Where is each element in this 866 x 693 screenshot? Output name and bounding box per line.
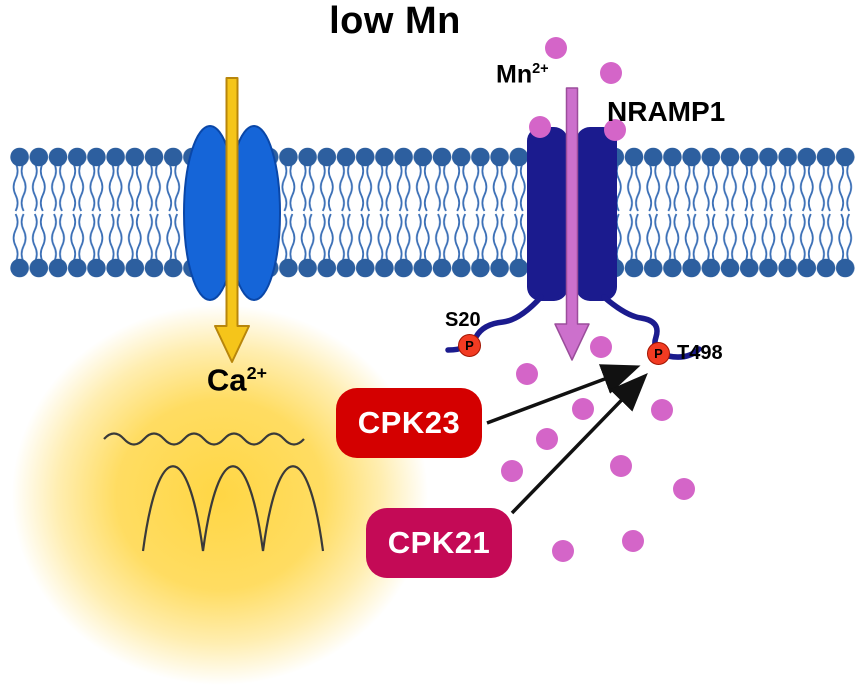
calcium-label-sup: 2+	[246, 363, 268, 383]
s20-site-label: S20	[445, 309, 481, 331]
calcium-channel	[183, 125, 281, 301]
figure-title: low Mn	[329, 0, 461, 42]
calcium-oscillation-large-wave	[141, 465, 325, 552]
mn-ion-dot	[604, 119, 626, 141]
t498-site-label: T498	[677, 342, 723, 364]
mn-ion-dot	[600, 62, 622, 84]
mn-ion-dot	[673, 478, 695, 500]
calcium-oscillation-small-wave	[103, 432, 305, 446]
mn-ion-label-base: Mn	[496, 60, 533, 89]
cpk21-box: CPK21	[366, 508, 512, 578]
plasma-membrane	[10, 147, 855, 278]
mn-ion-dot	[622, 530, 644, 552]
mn-ion-dot	[529, 116, 551, 138]
mn-ion-label-sup: 2+	[532, 61, 549, 77]
manganese-influx-arrow	[554, 87, 590, 361]
mn-ion-dot	[516, 363, 538, 385]
nramp1-label: NRAMP1	[607, 96, 726, 127]
mn-ion-dot	[651, 399, 673, 421]
calcium-influx-arrow	[214, 77, 250, 363]
calcium-label-base: Ca	[206, 362, 247, 398]
mn-ion-dot	[572, 398, 594, 420]
calcium-label: Ca2+	[187, 364, 287, 395]
mn-ion-layer	[501, 37, 695, 562]
nramp1-right-lobe	[576, 127, 617, 301]
phospho-badge-s20: P	[458, 334, 481, 357]
mn-ion-dot	[610, 455, 632, 477]
cpk21-phosphorylation-arrow	[510, 372, 648, 515]
nramp1-transporter	[527, 127, 617, 301]
mn-ion-dot	[536, 428, 558, 450]
mn-ion-dot	[501, 460, 523, 482]
calcium-glow	[12, 305, 428, 685]
cpk23-phosphorylation-arrow	[486, 364, 641, 425]
cpk23-box: CPK23	[336, 388, 482, 458]
nramp1-left-lobe	[527, 127, 568, 301]
mn-ion-label: Mn2+	[496, 62, 549, 87]
mn-ion-dot	[590, 336, 612, 358]
phospho-badge-t498: P	[647, 342, 670, 365]
mn-ion-dot	[545, 37, 567, 59]
nramp1-c-terminal-tail	[601, 294, 702, 360]
mn-ion-dot	[552, 540, 574, 562]
